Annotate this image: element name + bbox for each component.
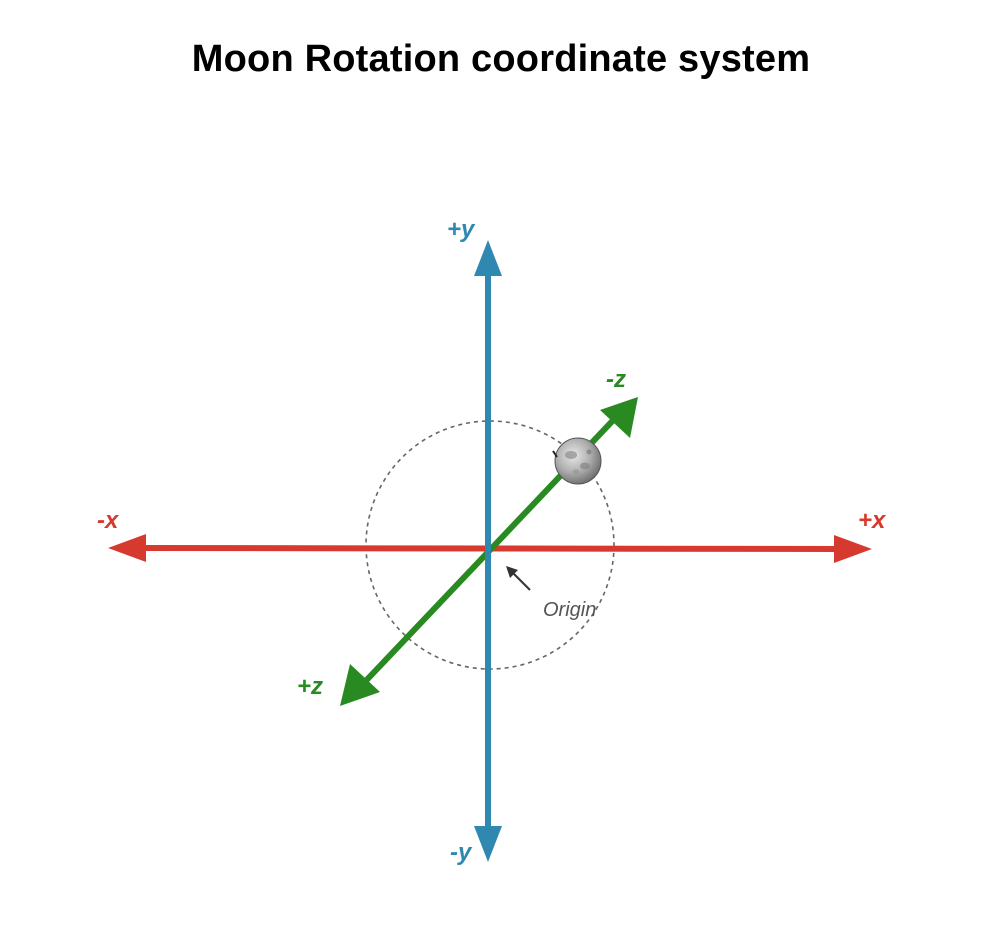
origin-label: Origin [543,599,596,621]
x-axis-positive-arrowhead [834,535,872,563]
y-axis-negative-arrowhead [474,826,502,862]
moon-icon [552,437,602,485]
z-axis-negative-arrowhead [600,397,638,438]
x-axis-negative-arrowhead [108,534,146,562]
z-negative-label: -z [606,366,626,393]
y-axis [474,240,502,862]
diagram-title: Moon Rotation coordinate system [191,38,811,80]
arrow-pointer-icon [506,566,531,591]
z-positive-label: +z [297,673,323,700]
x-positive-label: +x [858,507,887,534]
y-negative-label: -y [450,839,473,866]
z-axis-positive-arrowhead [340,664,380,706]
y-axis-positive-arrowhead [474,240,502,276]
x-negative-label: -x [97,507,120,534]
y-positive-label: +y [447,216,476,243]
